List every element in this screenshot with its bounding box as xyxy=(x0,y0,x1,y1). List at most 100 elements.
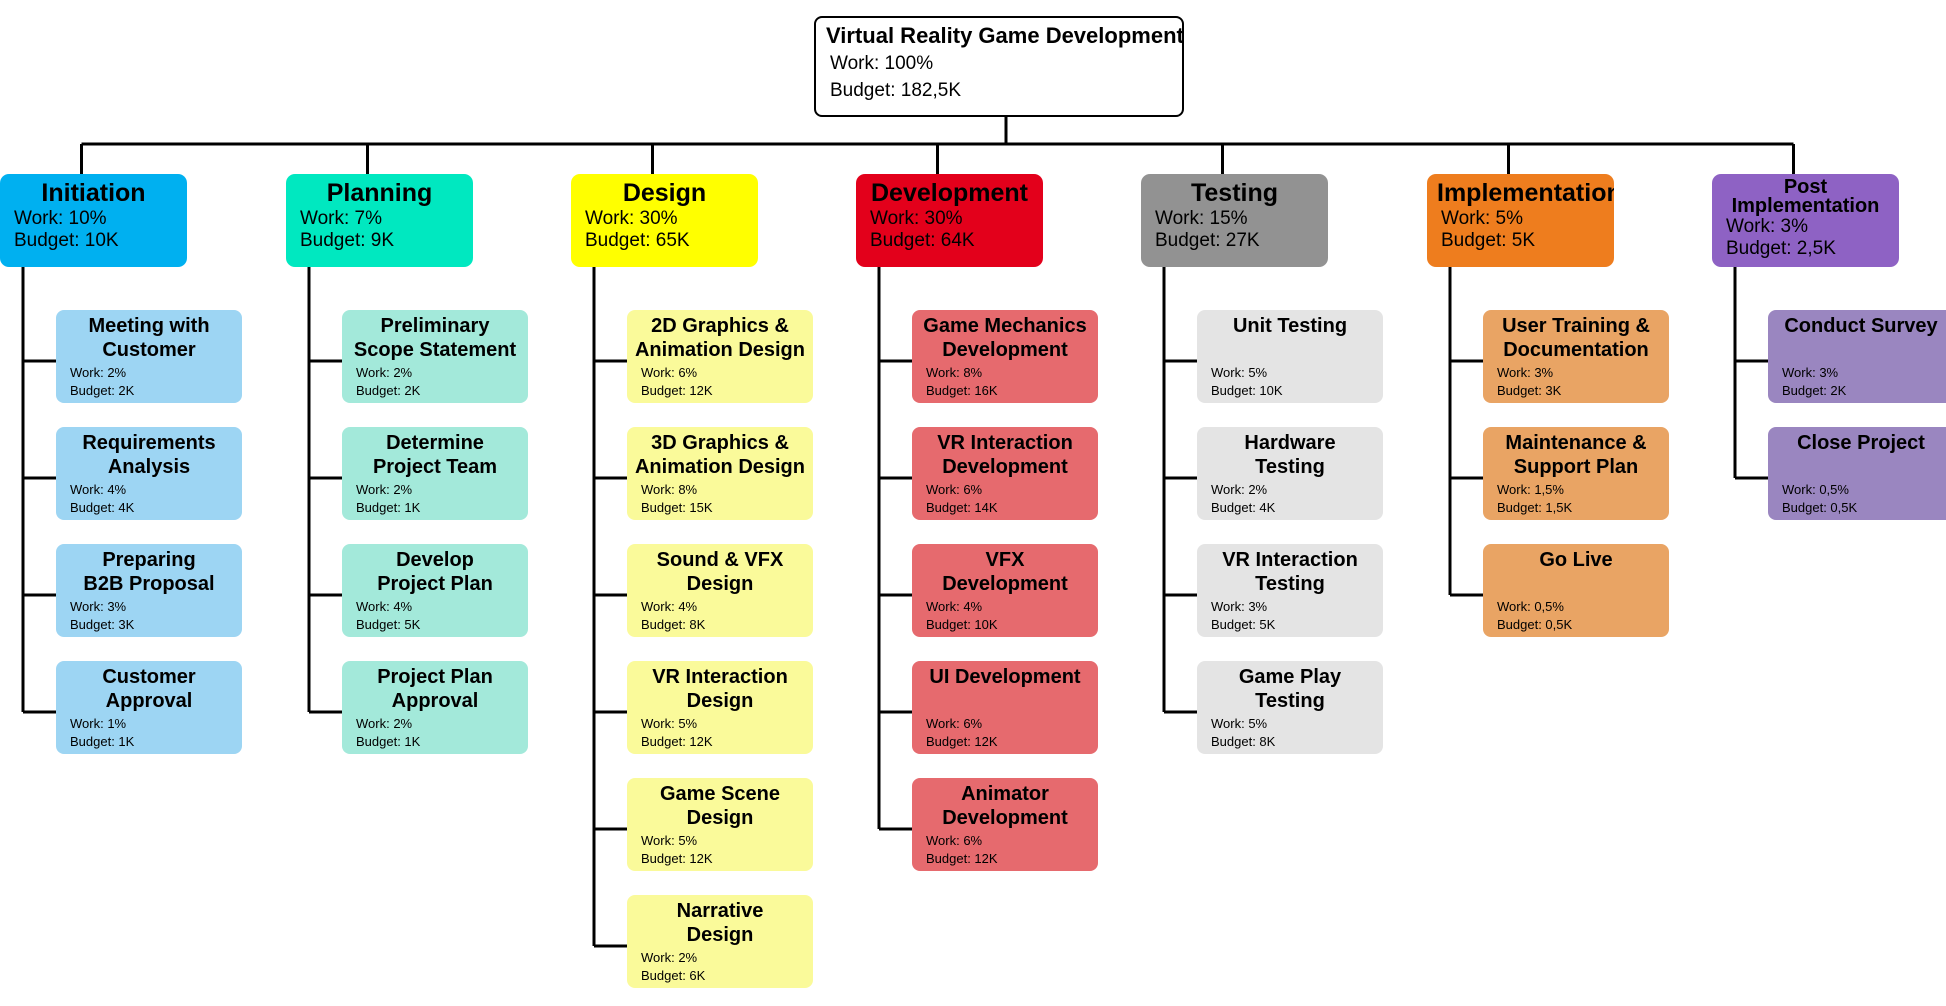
phase-work: Work: 7% xyxy=(300,208,383,229)
task-work: Work: 1% xyxy=(70,716,127,731)
task-budget: Budget: 10K xyxy=(1211,383,1283,398)
root-title: Virtual Reality Game Development xyxy=(826,23,1184,48)
task-title: Develop Project Plan xyxy=(377,549,493,595)
phase-title: Post Implementation xyxy=(1731,176,1880,217)
phase-budget: Budget: 64K xyxy=(870,230,975,251)
task-budget: Budget: 4K xyxy=(70,500,135,515)
task-work: Work: 5% xyxy=(641,833,698,848)
task-title: Unit Testing xyxy=(1232,315,1348,337)
phase-budget: Budget: 10K xyxy=(14,230,119,251)
task-budget: Budget: 10K xyxy=(926,617,998,632)
task-work: Work: 4% xyxy=(356,599,413,614)
phase-budget: Budget: 2,5K xyxy=(1726,238,1836,259)
phase-title: Testing xyxy=(1190,179,1279,207)
task-budget: Budget: 6K xyxy=(641,968,706,983)
task-work: Work: 2% xyxy=(356,716,413,731)
task-work: Work: 3% xyxy=(1211,599,1268,614)
task-budget: Budget: 12K xyxy=(641,734,713,749)
task-work: Work: 4% xyxy=(926,599,983,614)
phase-budget: Budget: 27K xyxy=(1155,230,1260,251)
task-work: Work: 8% xyxy=(926,365,983,380)
task-budget: Budget: 12K xyxy=(926,734,998,749)
task-work: Work: 2% xyxy=(356,482,413,497)
task-budget: Budget: 2K xyxy=(356,383,421,398)
task-work: Work: 4% xyxy=(70,482,127,497)
task-budget: Budget: 2K xyxy=(70,383,135,398)
task-budget: Budget: 5K xyxy=(356,617,421,632)
task-title: 3D Graphics & Animation Design xyxy=(634,432,805,478)
phase-work: Work: 30% xyxy=(585,208,678,229)
phase-work: Work: 5% xyxy=(1441,208,1524,229)
task-budget: Budget: 4K xyxy=(1211,500,1276,515)
task-title: VR Interaction Testing xyxy=(1222,549,1358,595)
task-title: VR Interaction Development xyxy=(937,432,1073,478)
phase-title: Design xyxy=(622,179,707,207)
task-budget: Budget: 15K xyxy=(641,500,713,515)
task-budget: Budget: 1K xyxy=(356,500,421,515)
task-title: Game Mechanics Development xyxy=(923,315,1087,361)
phase-title: Development xyxy=(871,179,1028,207)
task-title: Customer Approval xyxy=(102,666,196,712)
task-work: Work: 3% xyxy=(70,599,127,614)
task-title: Requirements Analysis xyxy=(82,432,216,478)
task-title: User Training & Documentation xyxy=(1502,315,1650,361)
task-work: Work: 6% xyxy=(926,833,983,848)
task-title: Determine Project Team xyxy=(372,432,498,478)
task-work: Work: 2% xyxy=(70,365,127,380)
task-work: Work: 0,5% xyxy=(1497,599,1564,614)
task-title: UI Development xyxy=(929,666,1081,688)
task-budget: Budget: 5K xyxy=(1211,617,1276,632)
phase-work: Work: 15% xyxy=(1155,208,1248,229)
phase-title: Planning xyxy=(326,179,433,207)
root-work: Work: 100% xyxy=(830,53,934,74)
task-title: Conduct Survey xyxy=(1784,315,1938,337)
task-work: Work: 4% xyxy=(641,599,698,614)
phase-budget: Budget: 65K xyxy=(585,230,690,251)
task-budget: Budget: 3K xyxy=(1497,383,1562,398)
phase-title: Implementation xyxy=(1437,179,1614,207)
task-title: Meeting with Customer xyxy=(88,315,210,361)
task-budget: Budget: 12K xyxy=(641,383,713,398)
task-budget: Budget: 0,5K xyxy=(1782,500,1858,515)
task-title: Animator Development xyxy=(942,783,1068,829)
task-work: Work: 3% xyxy=(1782,365,1839,380)
task-title: Preliminary Scope Statement xyxy=(353,315,517,361)
root-node: Virtual Reality Game Development Work: 1… xyxy=(814,16,1184,117)
task-budget: Budget: 1K xyxy=(356,734,421,749)
task-title: Sound & VFX Design xyxy=(656,549,784,595)
task-title: Close Project xyxy=(1797,432,1925,454)
task-title: VFX Development xyxy=(942,549,1068,595)
task-work: Work: 6% xyxy=(926,716,983,731)
task-budget: Budget: 2K xyxy=(1782,383,1847,398)
task-work: Work: 5% xyxy=(1211,716,1268,731)
task-work: Work: 2% xyxy=(356,365,413,380)
task-budget: Budget: 8K xyxy=(1211,734,1276,749)
task-title: Go Live xyxy=(1539,549,1613,571)
